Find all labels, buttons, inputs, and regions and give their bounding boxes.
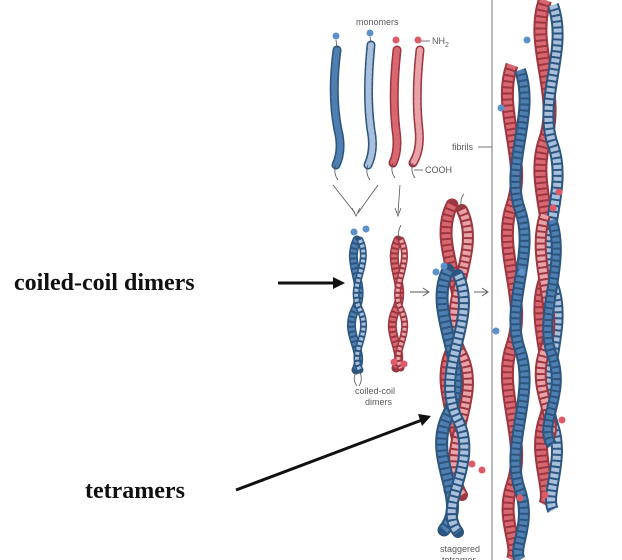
coiled-coil-dimer-blue (346, 225, 370, 387)
monomer-red-2 (408, 36, 425, 179)
cooh-label: COOH (425, 165, 452, 175)
nh2-label: NH2 (432, 36, 449, 49)
monomers-label: monomers (356, 17, 399, 27)
fibril-left (492, 62, 531, 560)
annotation-tetramers: tetramers (85, 478, 185, 504)
staggered-tetramer-caption: staggered (440, 544, 480, 554)
staggered-tetramer (432, 193, 486, 538)
coiled-coil-dimers-caption-line2: dimers (365, 397, 393, 407)
nh2-end-dot (392, 36, 400, 44)
annotation-coiled-coil-dimers: coiled-coil dimers (14, 270, 195, 296)
tetramer-to-fibril-arrow (474, 287, 489, 297)
annotation-tetramers-arrow (235, 414, 431, 492)
monomer-blue-1 (329, 32, 345, 181)
nh2-end-dot (414, 36, 422, 44)
nh2-end-dot (332, 32, 340, 40)
monomer-to-dimer-arrows (332, 184, 402, 218)
fibrils-label: fibrils (452, 142, 474, 152)
monomer-blue-2 (363, 29, 377, 181)
coiled-coil-dimers-caption: coiled-coil (355, 386, 395, 396)
coiled-coil-dimer-red (387, 224, 409, 373)
staggered-tetramer-caption-line2: tetramer (442, 555, 476, 560)
nh2-end-dot (366, 29, 374, 37)
dimer-to-tetramer-arrow (410, 287, 430, 297)
annotation-dimers-arrow (278, 277, 345, 289)
fibril-right (534, 213, 566, 449)
monomer-red-1 (388, 36, 402, 179)
